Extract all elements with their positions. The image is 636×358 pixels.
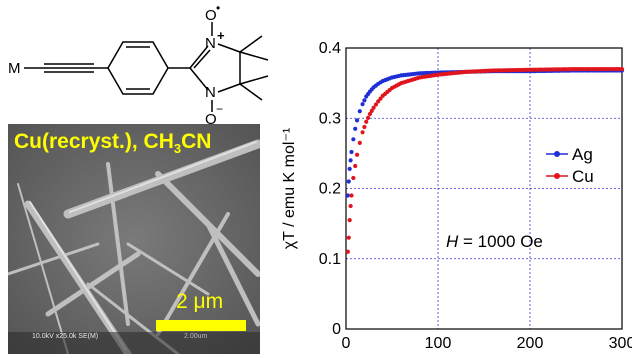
data-point — [378, 96, 383, 101]
data-point — [369, 108, 374, 113]
annotation-italic: H — [446, 232, 459, 251]
data-point — [354, 152, 360, 157]
legend-label: Cu — [572, 167, 594, 186]
triple-bond — [44, 63, 94, 73]
series-cu — [345, 66, 625, 254]
y-tick-label: 0.2 — [319, 181, 341, 198]
scale-bar — [156, 320, 246, 331]
scale-bar-label: 2 μm — [176, 290, 224, 313]
data-point — [346, 235, 351, 240]
data-point — [353, 163, 358, 169]
data-point — [357, 140, 362, 145]
data-point — [345, 249, 350, 254]
legend-marker — [554, 151, 560, 157]
plus-charge: + — [217, 28, 225, 43]
data-point — [360, 102, 365, 107]
minus-charge: − — [216, 102, 223, 116]
metal-label: M — [8, 60, 21, 77]
data-point — [373, 102, 378, 107]
y-tick-label: 0.1 — [319, 251, 341, 268]
data-point — [376, 99, 381, 104]
sem-micrograph: Cu(recryst.), CH3CN 2 μm 10.0kV x25.0k S… — [8, 124, 260, 354]
sem-image — [8, 124, 260, 354]
data-point — [351, 137, 356, 142]
radical-dot: • — [216, 1, 220, 15]
data-point — [346, 179, 351, 184]
x-tick-label: 100 — [425, 335, 452, 352]
x-tick-label: 200 — [517, 335, 544, 352]
field-annotation: H = 1000 Oe — [446, 232, 543, 251]
molecular-structure: M N + N O • O − — [8, 1, 269, 124]
sem-sample-label: Cu(recryst.), CH3CN — [14, 130, 212, 157]
chi-t-chart: 0 0.1 0.2 0.3 0.4 0 100 200 300 χT / emu K mol⁻… — [281, 40, 632, 352]
y-tick-label: 0.4 — [319, 40, 341, 57]
x-tick-label: 0 — [342, 335, 351, 352]
y-axis-label: χT / emu K mol⁻¹ — [281, 128, 298, 249]
o-top-atom: O — [205, 7, 217, 24]
data-point — [619, 66, 625, 72]
sem-info-scale: 2.00um — [184, 333, 208, 340]
sem-info-text: 10.0kV x25.0k SE(M) — [32, 333, 99, 340]
chart-series — [345, 66, 625, 254]
data-point — [349, 149, 354, 155]
legend-label: Ag — [572, 145, 593, 164]
data-point — [357, 109, 362, 114]
legend-marker — [554, 173, 560, 179]
n-plus-atom: N — [205, 35, 216, 52]
annotation-rest: = 1000 Oe — [458, 232, 543, 251]
y-tick-label: 0 — [332, 321, 341, 338]
x-tick-labels: 0 100 200 300 — [342, 335, 632, 352]
data-point — [349, 193, 354, 198]
data-point — [347, 218, 352, 223]
benzene-ring — [107, 41, 169, 95]
y-tick-labels: 0 0.1 0.2 0.3 0.4 — [319, 40, 341, 338]
data-point — [348, 158, 353, 163]
plot-frame — [345, 47, 623, 330]
data-point — [367, 111, 373, 117]
n-atom: N — [205, 84, 216, 101]
data-point — [364, 119, 369, 124]
data-point — [351, 175, 356, 181]
data-point — [353, 126, 358, 131]
data-point — [354, 118, 360, 123]
imidazoline-ring — [189, 22, 269, 112]
data-point — [360, 130, 365, 135]
data-point — [347, 166, 352, 171]
data-point — [371, 105, 376, 110]
chart-grid — [346, 48, 622, 329]
o-bottom-atom: O — [205, 111, 217, 124]
data-point — [362, 124, 367, 130]
x-tick-label: 300 — [609, 335, 632, 352]
data-point — [365, 115, 371, 120]
y-tick-label: 0.3 — [319, 110, 341, 127]
data-point — [345, 193, 350, 198]
data-point — [348, 203, 353, 209]
data-point — [362, 98, 367, 103]
